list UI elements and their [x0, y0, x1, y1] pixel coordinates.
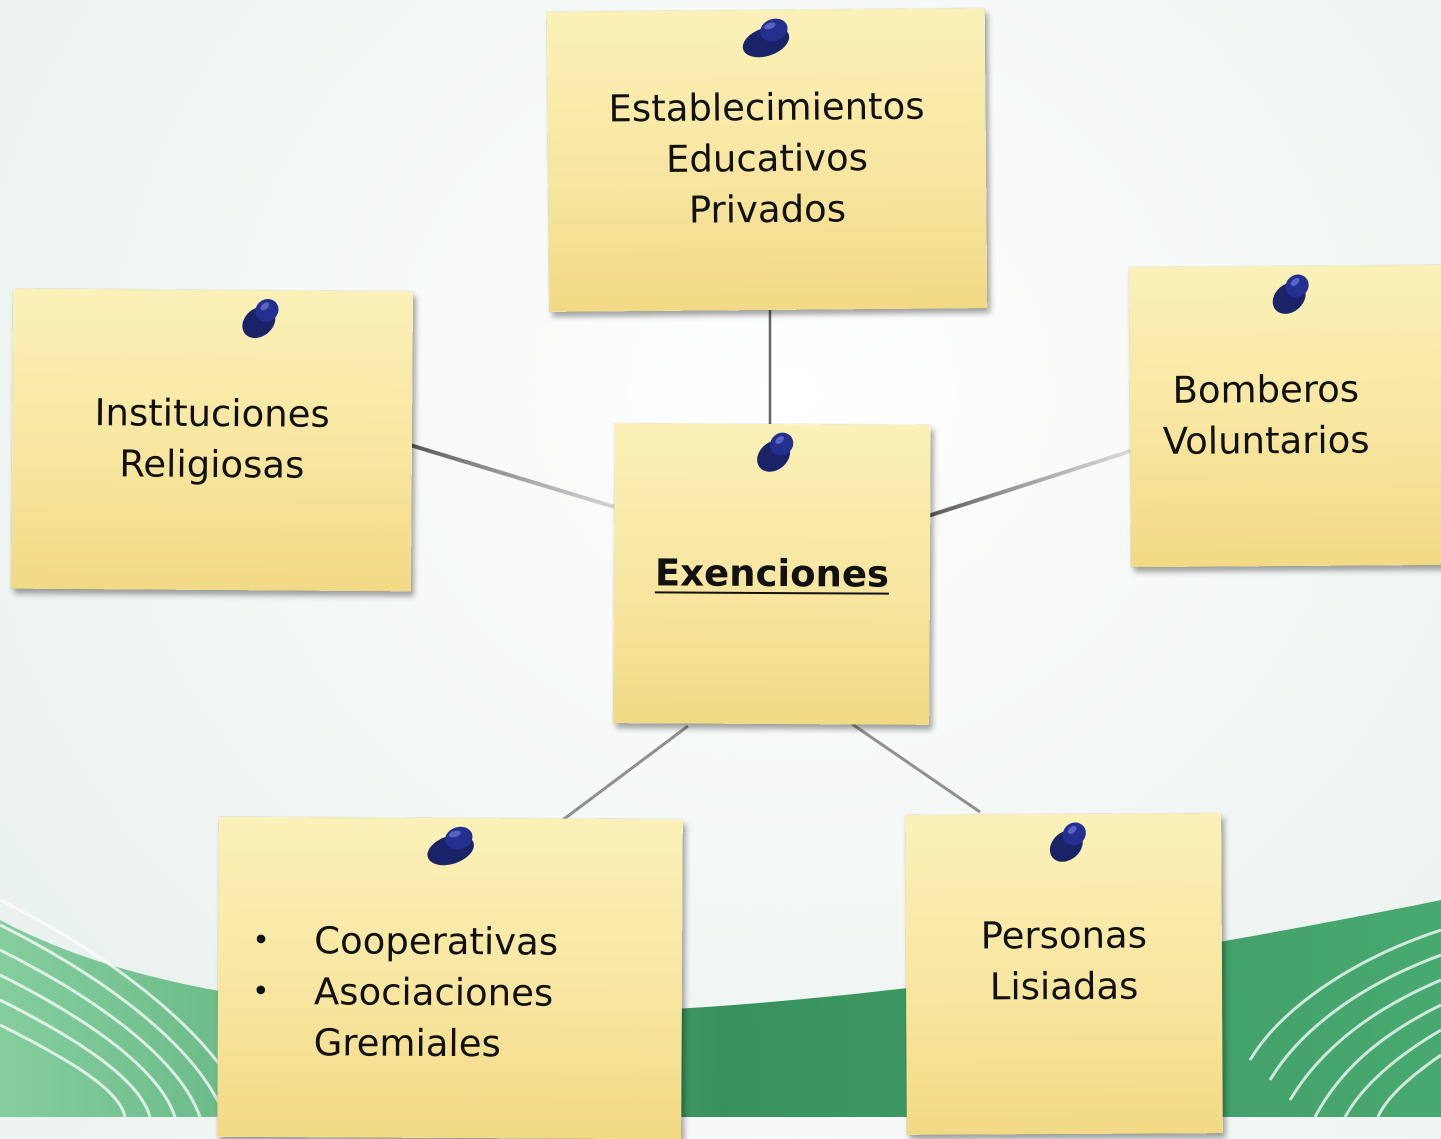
bullet-list: Cooperativas Asociaciones Gremiales	[252, 915, 559, 1070]
pushpin-icon	[427, 826, 474, 866]
connector-bottom-left	[559, 724, 689, 824]
note-establecimientos: Establecimientos Educativos Privados	[546, 8, 988, 312]
pushpin-icon	[742, 18, 790, 58]
note-cooperativas: Cooperativas Asociaciones Gremiales	[217, 816, 683, 1139]
note-text: Bomberos Voluntarios	[1162, 367, 1370, 463]
connector-left	[409, 443, 619, 510]
list-item: Cooperativas	[252, 915, 558, 968]
note-text: Instituciones Religiosas	[94, 391, 330, 487]
connector-bottom-right	[851, 722, 981, 814]
note-bomberos: Bomberos Voluntarios	[1128, 264, 1441, 568]
pushpin-icon	[757, 432, 794, 472]
note-instituciones: Instituciones Religiosas	[10, 288, 414, 592]
center-title: Exenciones	[654, 551, 890, 596]
note-personas-lisiadas: Personas Lisiadas	[905, 813, 1223, 1135]
pushpin-icon	[1049, 822, 1086, 862]
note-exenciones-center: Exenciones	[613, 423, 931, 725]
list-item: Asociaciones Gremiales	[252, 966, 558, 1070]
pushpin-icon	[242, 298, 279, 339]
note-text: Personas Lisiadas	[980, 913, 1148, 1009]
pushpin-icon	[1272, 274, 1309, 314]
note-text: Establecimientos Educativos Privados	[608, 84, 925, 232]
connector-right	[927, 448, 1135, 518]
